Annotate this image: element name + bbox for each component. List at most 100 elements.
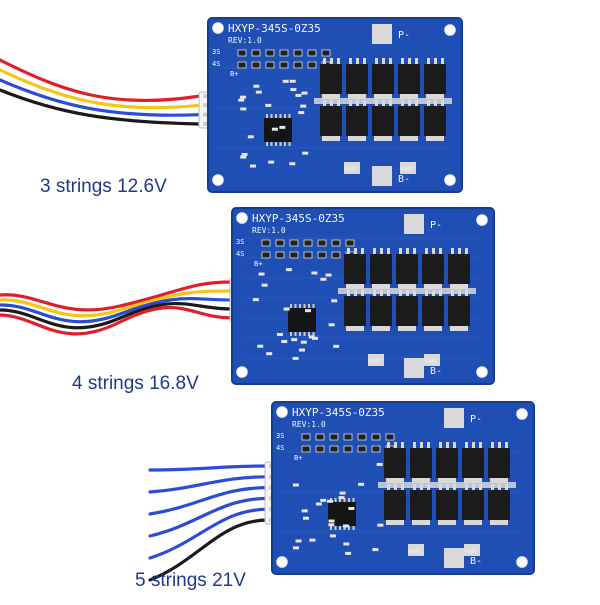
p-minus-pad [404, 214, 424, 234]
model-silkscreen: HXYP-345S-0Z35 [228, 22, 321, 35]
mounting-hole [516, 408, 528, 420]
b-minus-pad [444, 548, 464, 568]
mosfet-tab [322, 94, 340, 99]
ic-pin [266, 114, 268, 118]
smd-component [331, 239, 341, 247]
mosfet-lead [415, 58, 418, 64]
mosfet-lead [453, 442, 456, 448]
passive [283, 307, 290, 311]
smd-component [275, 251, 285, 259]
mosfet-lead [361, 248, 364, 254]
wire [0, 306, 234, 336]
smd-component [321, 49, 331, 57]
mosfet [370, 296, 392, 326]
smd-component [357, 445, 367, 453]
mosfet-lead [323, 58, 326, 64]
shunt-resistor-code: R005 [401, 167, 413, 173]
mosfet-lead [389, 58, 392, 64]
b-minus-label: B- [470, 556, 482, 567]
passive [331, 299, 338, 303]
mosfet-lead [434, 58, 437, 64]
mosfet-lead [406, 248, 409, 254]
ic-pin [294, 304, 297, 308]
smd-component [371, 445, 381, 453]
ic-pin [343, 526, 346, 530]
passive [328, 519, 335, 523]
mounting-hole [516, 556, 528, 568]
mosfet-lead [491, 442, 494, 448]
ic-pin [275, 114, 277, 118]
mosfet-tab [348, 94, 366, 99]
ic-pin [294, 332, 297, 336]
passive [261, 283, 268, 287]
smd-component [279, 49, 289, 57]
rev-silkscreen: REV:1.0 [228, 36, 262, 45]
mosfet-lead [380, 248, 383, 254]
p-minus-pad [444, 408, 464, 428]
rev-silkscreen: REV:1.0 [292, 420, 326, 429]
passive [315, 502, 322, 506]
mosfet-lead [446, 442, 449, 448]
mosfet-lead [439, 442, 442, 448]
label-b-plus: B+ [294, 454, 302, 462]
passive [302, 516, 309, 520]
passive [342, 524, 349, 528]
shunt-resistor [408, 544, 424, 556]
passive [372, 548, 379, 552]
ic-pin [330, 526, 332, 530]
mosfet-lead [363, 58, 366, 64]
smd-component [329, 445, 339, 453]
smd-component [357, 433, 367, 441]
mosfet-lead [330, 58, 333, 64]
passive [376, 462, 383, 466]
mosfet [384, 448, 406, 478]
mosfet-tab [424, 284, 442, 289]
passive [247, 135, 254, 139]
passive [238, 98, 245, 102]
mosfet-tab [412, 478, 430, 483]
wire-harness [0, 58, 202, 126]
wire [0, 68, 202, 110]
mosfet [384, 490, 406, 520]
mounting-hole [444, 174, 456, 186]
smd-component [317, 251, 327, 259]
mosfet-tab [372, 284, 390, 289]
passive [255, 90, 262, 94]
smd-component [315, 433, 325, 441]
label-b-plus: B+ [230, 70, 238, 78]
ic-pin [303, 332, 306, 336]
mosfet [436, 490, 458, 520]
passive [327, 499, 334, 503]
mosfet-tab [412, 520, 430, 525]
ic-pin [334, 526, 337, 530]
ic-pin [275, 142, 277, 146]
mosfet-lead [427, 58, 430, 64]
smd-component [289, 251, 299, 259]
smd-component [237, 61, 247, 69]
smd-component [261, 239, 271, 247]
label-b-plus: B+ [254, 260, 262, 268]
wire [148, 507, 270, 560]
mosfet [462, 448, 484, 478]
smd-component [385, 433, 395, 441]
smd-component [331, 251, 341, 259]
copper-busbar [338, 288, 476, 294]
mosfet [488, 448, 510, 478]
wire [0, 301, 234, 330]
mosfet [398, 106, 420, 136]
ic-pin [270, 114, 273, 118]
ic-pin [339, 498, 341, 502]
ic-pin [290, 304, 292, 308]
wire-harness [148, 464, 270, 582]
smd-component [261, 251, 271, 259]
b-minus-label: B- [398, 174, 410, 185]
label-4s: 4S [236, 250, 244, 258]
mosfet-lead [465, 442, 468, 448]
mounting-hole [276, 556, 288, 568]
mosfet [370, 254, 392, 284]
b-minus-label: B- [430, 366, 442, 377]
smd-component [307, 49, 317, 57]
